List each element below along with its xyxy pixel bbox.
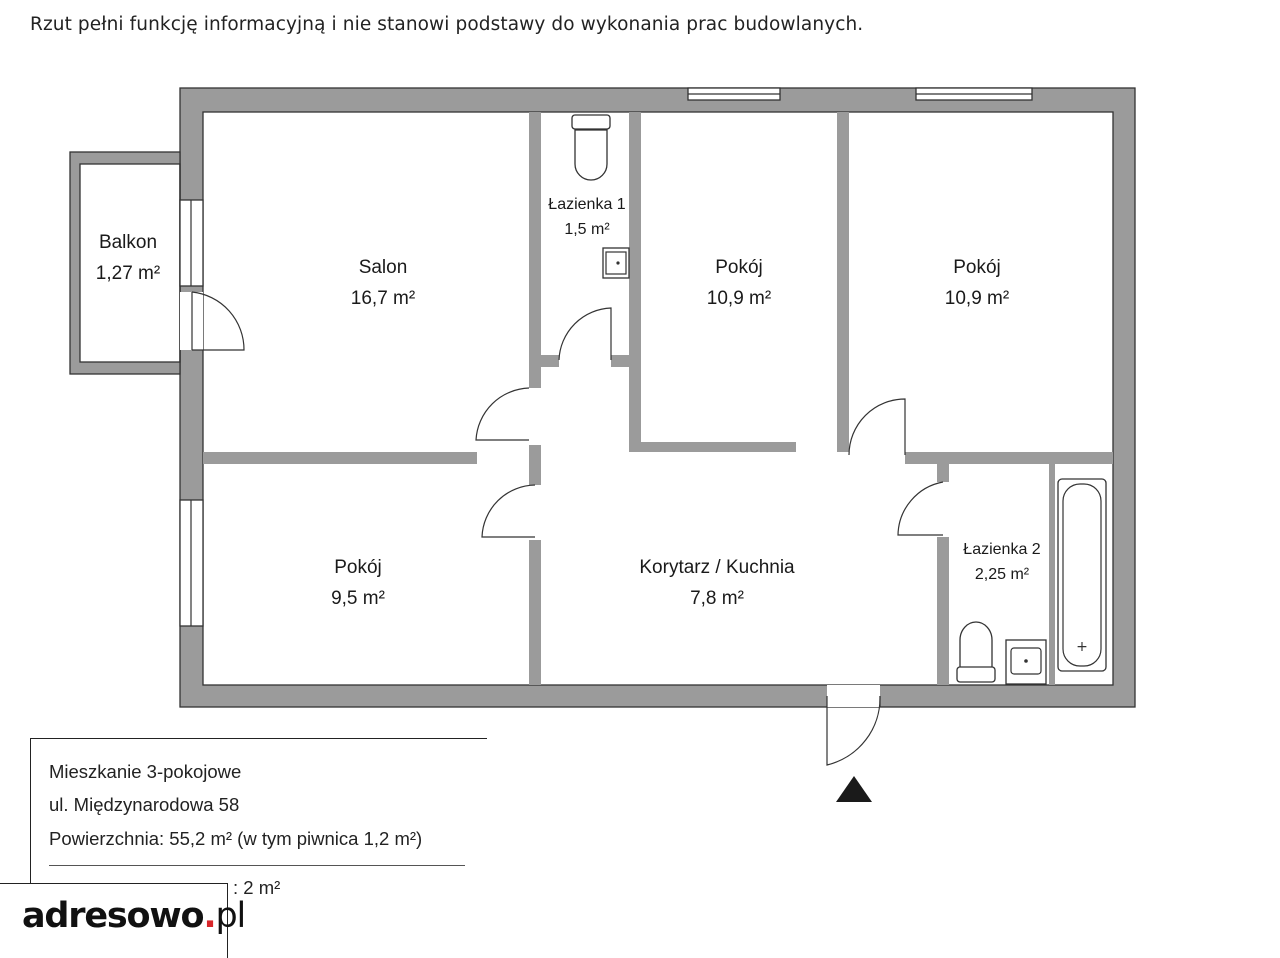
room-area: 10,9 m² — [944, 288, 1010, 309]
room-area: 7,8 m² — [690, 588, 744, 609]
room-area: 16,7 m² — [350, 288, 416, 309]
sink-2-icon — [1005, 639, 1047, 685]
room-name: Łazienka 2 — [963, 541, 1041, 558]
apartment-type: Mieszkanie 3-pokojowe — [49, 761, 242, 782]
room-lazienka-1: Łazienka 1 1,5 m² — [548, 192, 625, 242]
room-balkon: Balkon 1,27 m² — [96, 227, 160, 289]
logo-text: adresowo.pl — [22, 896, 246, 936]
toilet-2-icon — [956, 621, 996, 683]
room-name: Pokój — [334, 557, 382, 578]
room-area: 2,25 m² — [974, 566, 1030, 583]
entrance-arrow-icon — [836, 776, 872, 802]
room-area: 10,9 m² — [706, 288, 772, 309]
room-lazienka-2: Łazienka 2 2,25 m² — [963, 537, 1040, 587]
room-pokoj-3: Pokój 9,5 m² — [331, 552, 385, 614]
room-name: Korytarz / Kuchnia — [639, 557, 795, 578]
room-area: 9,5 m² — [331, 588, 385, 609]
adresowo-logo[interactable]: adresowo.pl — [0, 883, 246, 958]
sink-1-icon — [602, 247, 630, 279]
apartment-area: Powierzchnia: 55,2 m² (w tym piwnica 1,2… — [49, 828, 423, 849]
room-name: Pokój — [953, 257, 1001, 278]
room-pokoj-2: Pokój 10,9 m² — [945, 252, 1009, 314]
apartment-address: ul. Międzynarodowa 58 — [49, 794, 240, 815]
room-name: Łazienka 1 — [548, 196, 626, 213]
room-name: Salon — [358, 257, 408, 278]
room-pokoj-1: Pokój 10,9 m² — [707, 252, 771, 314]
svg-text:+: + — [1076, 639, 1088, 655]
toilet-1-icon — [571, 114, 611, 181]
outer-walls — [179, 87, 1136, 708]
windows — [179, 87, 1033, 627]
interior-walls — [69, 112, 1113, 685]
disclaimer-text: Rzut pełni funkcję informacyjną i nie st… — [30, 14, 864, 35]
bathtub-icon: + — [1057, 478, 1107, 672]
info-divider — [49, 865, 465, 866]
room-salon: Salon 16,7 m² — [351, 252, 415, 314]
room-name: Pokój — [715, 257, 763, 278]
room-area: 1,5 m² — [564, 221, 610, 238]
room-area: 1,27 m² — [95, 263, 161, 284]
room-korytarz-kuchnia: Korytarz / Kuchnia 7,8 m² — [639, 552, 794, 614]
doors — [180, 291, 949, 766]
room-name: Balkon — [98, 232, 158, 253]
apartment-extra-area: : 2 m² — [233, 877, 281, 898]
